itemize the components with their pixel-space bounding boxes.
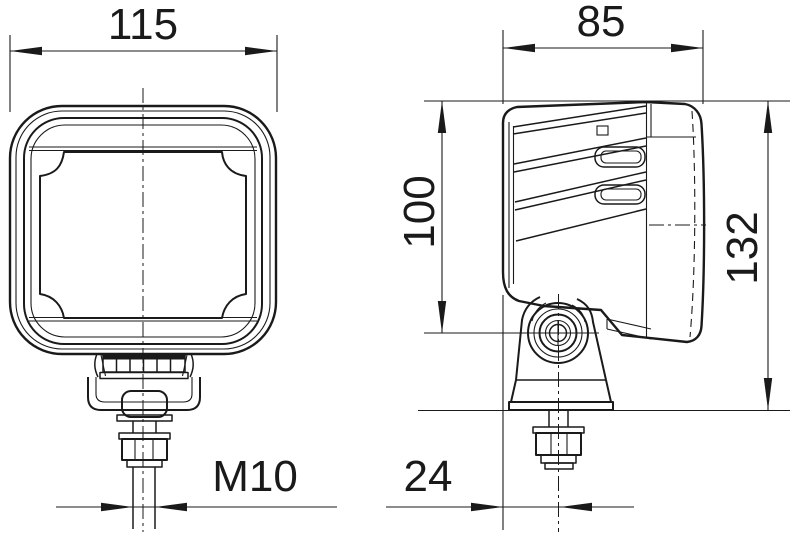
vent-clamp-right xyxy=(189,353,194,378)
dim-height-100: 100 xyxy=(395,100,790,334)
pivot-bracket-right xyxy=(576,298,607,381)
dim-height132-label: 132 xyxy=(718,211,767,284)
arrowhead-right xyxy=(155,502,187,512)
vent-bar xyxy=(99,371,189,380)
arrowhead-left xyxy=(471,502,503,512)
arrowhead-up xyxy=(763,101,773,133)
connector-step xyxy=(606,318,652,340)
dim-height-132: 132 xyxy=(418,101,790,412)
fin-cap-2-inner xyxy=(600,188,642,201)
dim-depth-85: 85 xyxy=(502,0,704,104)
fin-line xyxy=(513,145,647,173)
fin-notch xyxy=(596,125,609,136)
mounting-bracket-outer xyxy=(87,377,201,411)
arrowhead-left xyxy=(101,502,133,512)
front-nut xyxy=(121,438,168,461)
arrowhead-right xyxy=(245,46,277,56)
dim-offset-24: 24 xyxy=(386,295,634,530)
base-left-slant xyxy=(510,379,517,403)
arrowhead-up xyxy=(437,101,447,133)
mounting-bracket-inner xyxy=(95,377,193,403)
base-plate xyxy=(508,401,614,411)
side-view xyxy=(501,100,706,532)
fin-line xyxy=(512,112,647,135)
base-right-slant xyxy=(605,379,612,403)
fin-line xyxy=(512,105,647,128)
dim-height100-label: 100 xyxy=(395,175,444,248)
arrowhead-down xyxy=(437,301,447,333)
fin-line xyxy=(515,208,647,242)
vent-clamp-left xyxy=(94,353,99,378)
dim-offset-label: 24 xyxy=(404,452,453,501)
stem-flange xyxy=(116,414,173,422)
arrowhead-down xyxy=(763,378,773,410)
dim-depth-label: 85 xyxy=(577,0,626,46)
fin-line xyxy=(514,171,647,203)
rear-hidden-edge xyxy=(689,110,696,338)
arrowhead-right xyxy=(560,502,592,512)
dim-width-label: 115 xyxy=(108,0,178,49)
arrowhead-right xyxy=(671,43,703,53)
fin-cap-1 xyxy=(594,146,646,168)
fin-cap-1-inner xyxy=(600,150,642,164)
vent-clamp-right-edge xyxy=(181,354,188,377)
pivot-stem-housing xyxy=(121,390,168,418)
arrowhead-left xyxy=(10,46,42,56)
front-lens xyxy=(39,151,247,319)
dim-thread-label: M10 xyxy=(212,452,298,501)
arrowhead-left xyxy=(503,43,535,53)
fin-cap-2 xyxy=(594,184,646,205)
dim-thread-m10: M10 xyxy=(56,452,337,512)
fin-line xyxy=(513,137,647,165)
side-body-outline xyxy=(501,100,706,344)
dim-width-115: 115 xyxy=(9,0,278,112)
pivot-bracket-left xyxy=(515,296,541,381)
front-collar xyxy=(126,459,163,468)
vent-clamp-left-edge xyxy=(100,354,107,377)
front-view xyxy=(8,88,278,532)
